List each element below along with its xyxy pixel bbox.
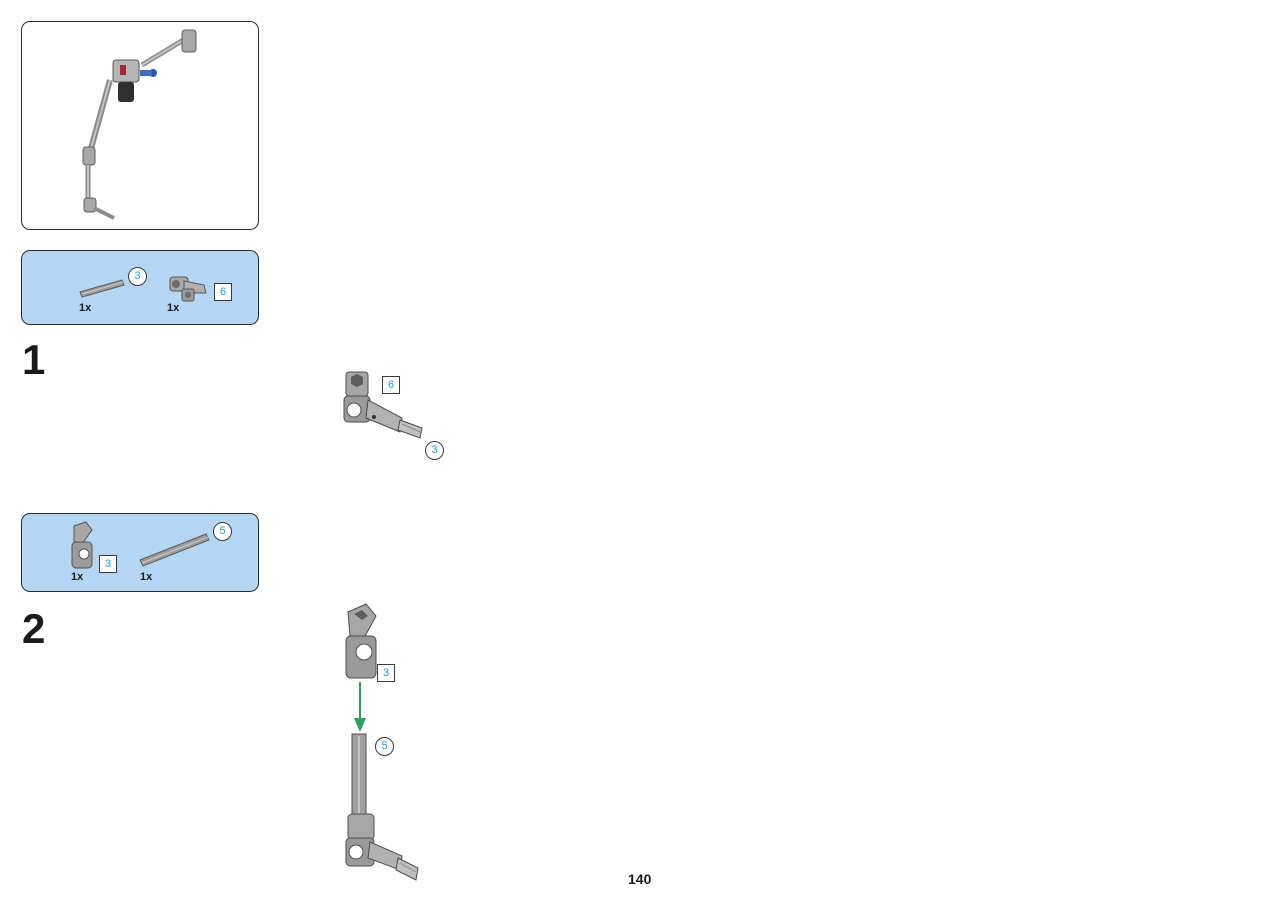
model-preview-box [21, 21, 259, 230]
part-axle-3-image [79, 279, 125, 298]
step-2-connector-image [345, 603, 377, 679]
step-number: 2 [22, 605, 46, 652]
part-quantity: 1x [71, 571, 84, 583]
step-1-assembly-image [343, 371, 423, 439]
part-axle-5-image [139, 533, 210, 567]
part-angle-connector-3-image [71, 521, 93, 569]
assembly-length-callout: 3 [377, 664, 395, 682]
step-number: 1 [22, 336, 46, 383]
part-length-callout: 3 [99, 555, 117, 573]
part-length-callout: 3 [128, 267, 147, 286]
part-quantity: 1x [167, 302, 180, 314]
page-number: 140 [628, 871, 652, 887]
assembly-length-callout: 3 [425, 441, 444, 460]
part-angle-connector-6-image [169, 276, 207, 302]
assembly-length-callout: 5 [375, 737, 394, 756]
part-quantity: 1x [79, 302, 92, 314]
model-preview-image [82, 29, 197, 220]
assembly-length-callout: 6 [382, 376, 400, 394]
assembly-arrow-down [354, 682, 366, 732]
parts-list-step-2: 3 1x 5 1x [21, 513, 259, 592]
part-length-callout: 5 [213, 522, 232, 541]
parts-list-step-1: 3 1x 6 1x [21, 250, 259, 325]
part-length-callout: 6 [214, 283, 232, 301]
step-2-assembly-image [345, 733, 419, 881]
part-quantity: 1x [140, 571, 153, 583]
